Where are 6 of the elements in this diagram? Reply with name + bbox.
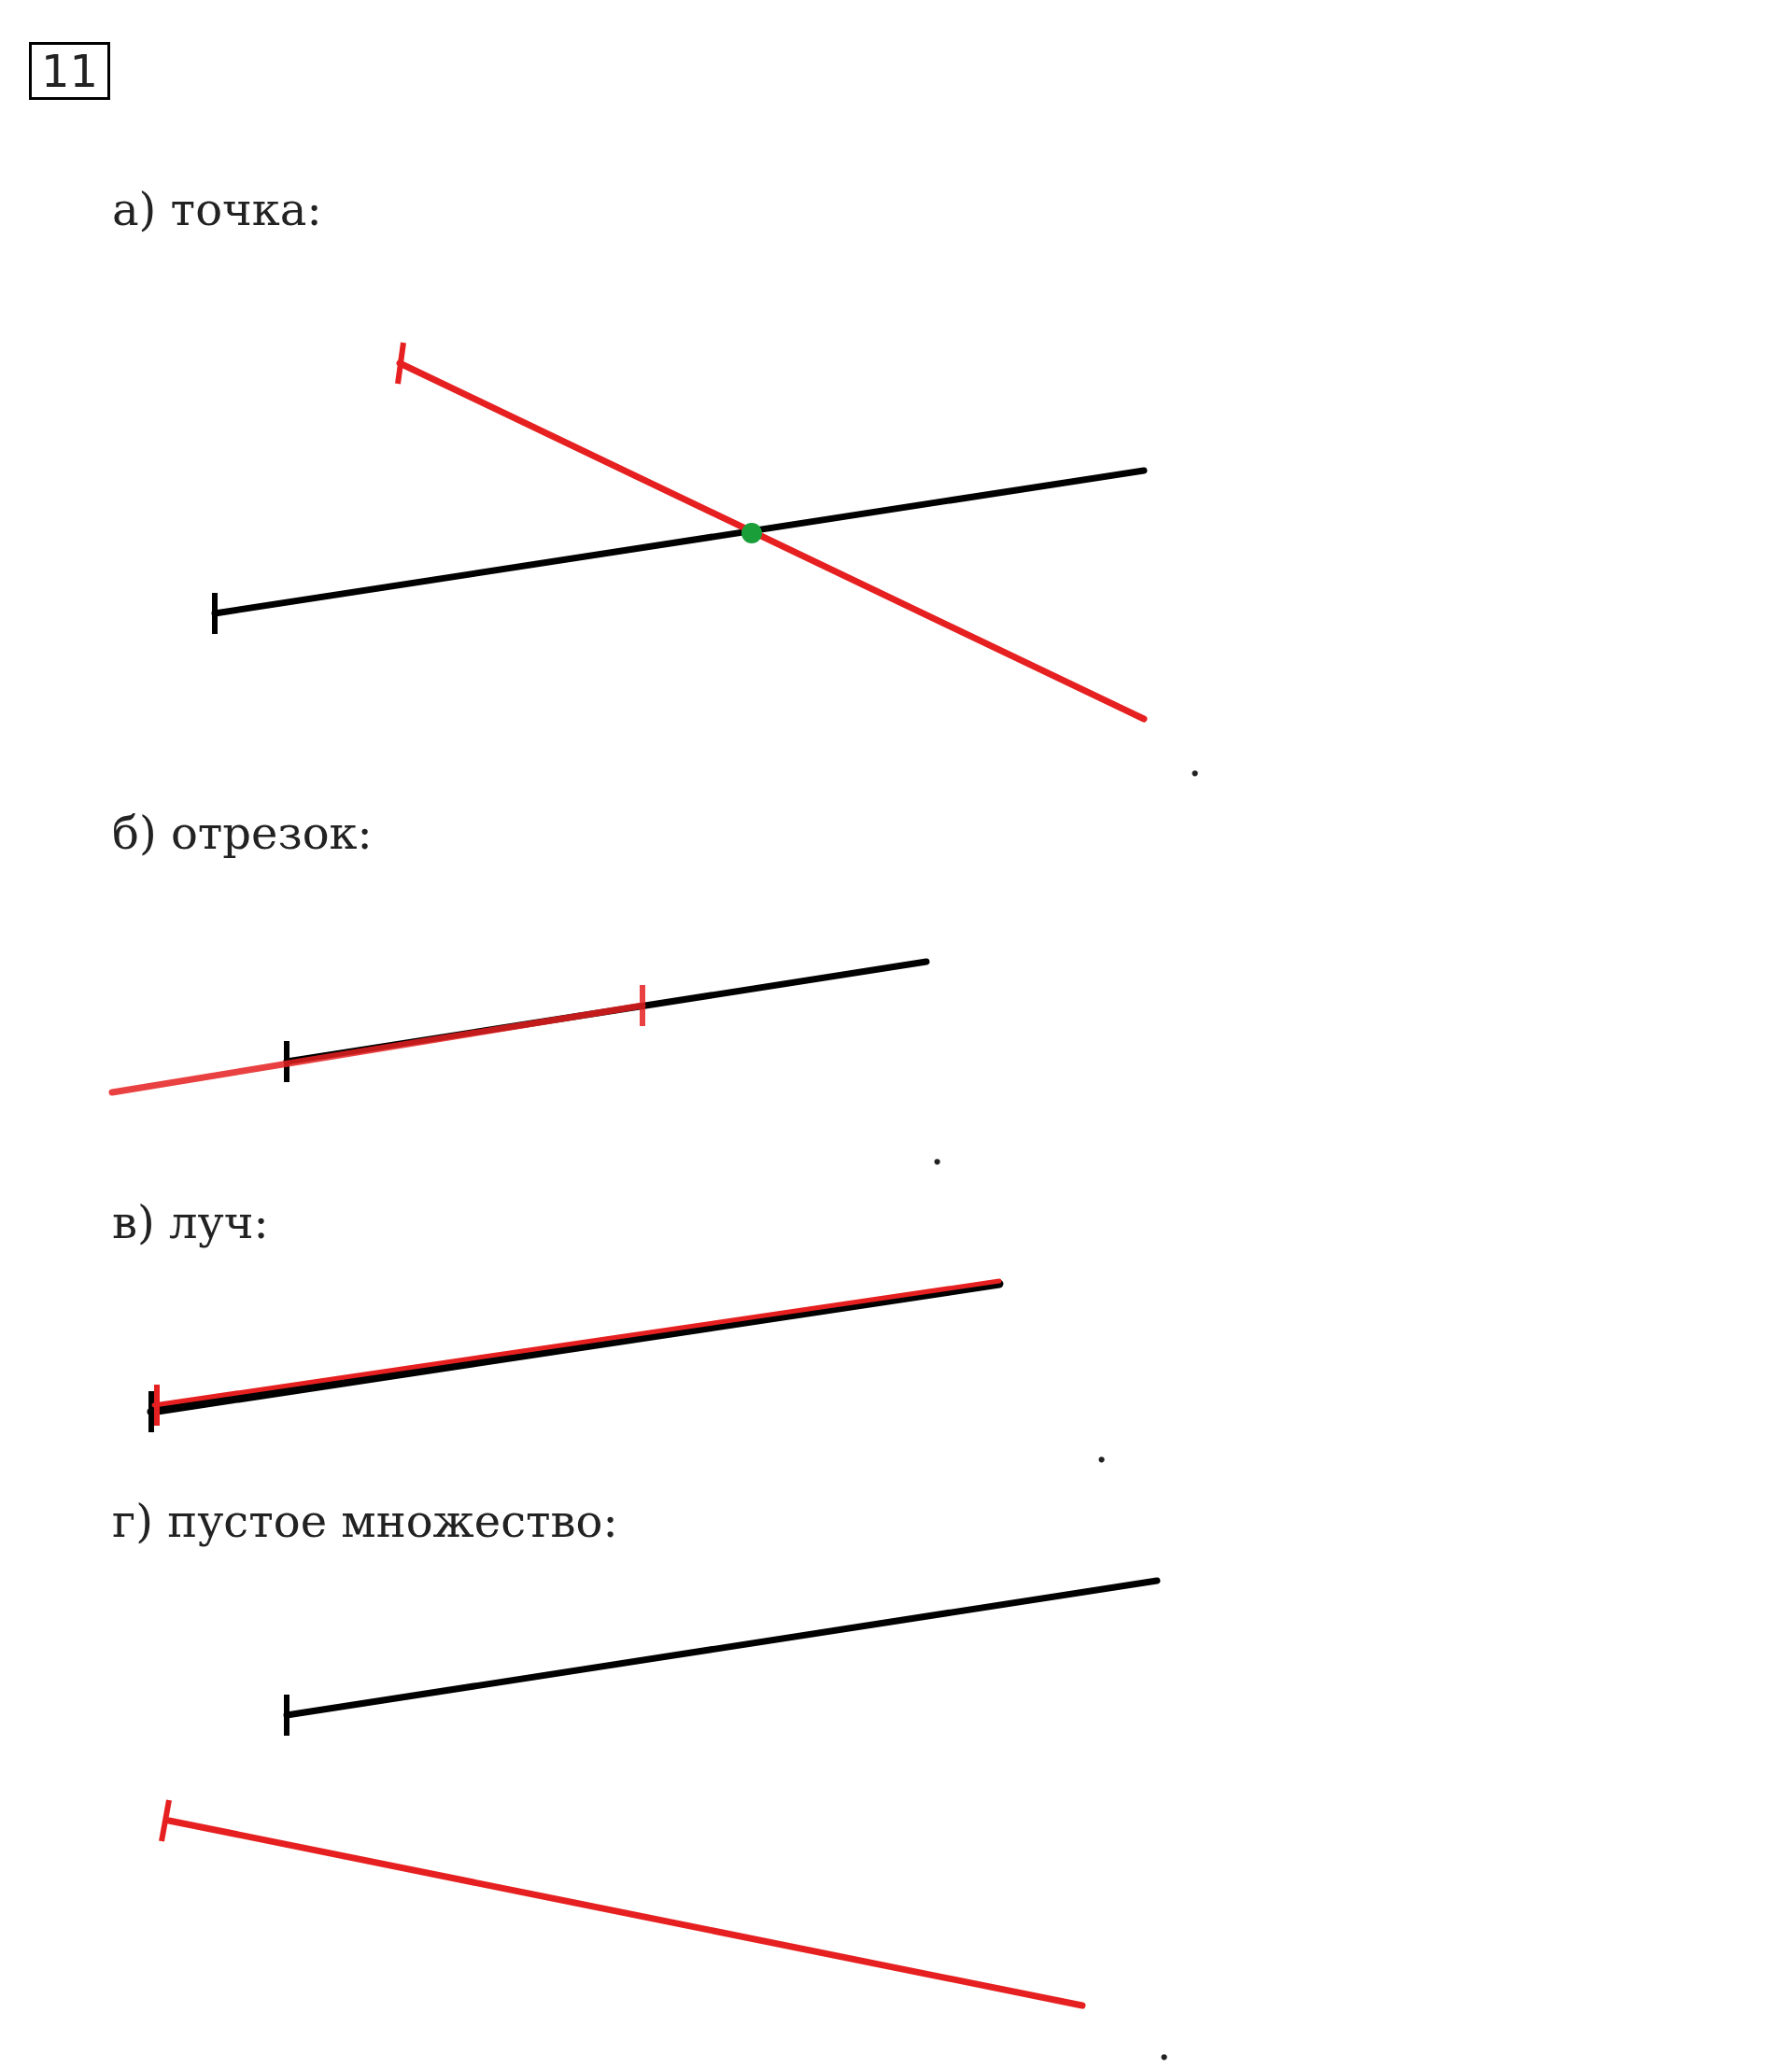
dot-mark: . [1188,738,1203,782]
dot-mark: . [1094,1424,1109,1469]
item-label: а) точка: [112,187,322,232]
problem-number: 11 [29,42,111,100]
dot-mark: . [1157,2021,1172,2066]
dot-mark: . [930,1126,945,1171]
